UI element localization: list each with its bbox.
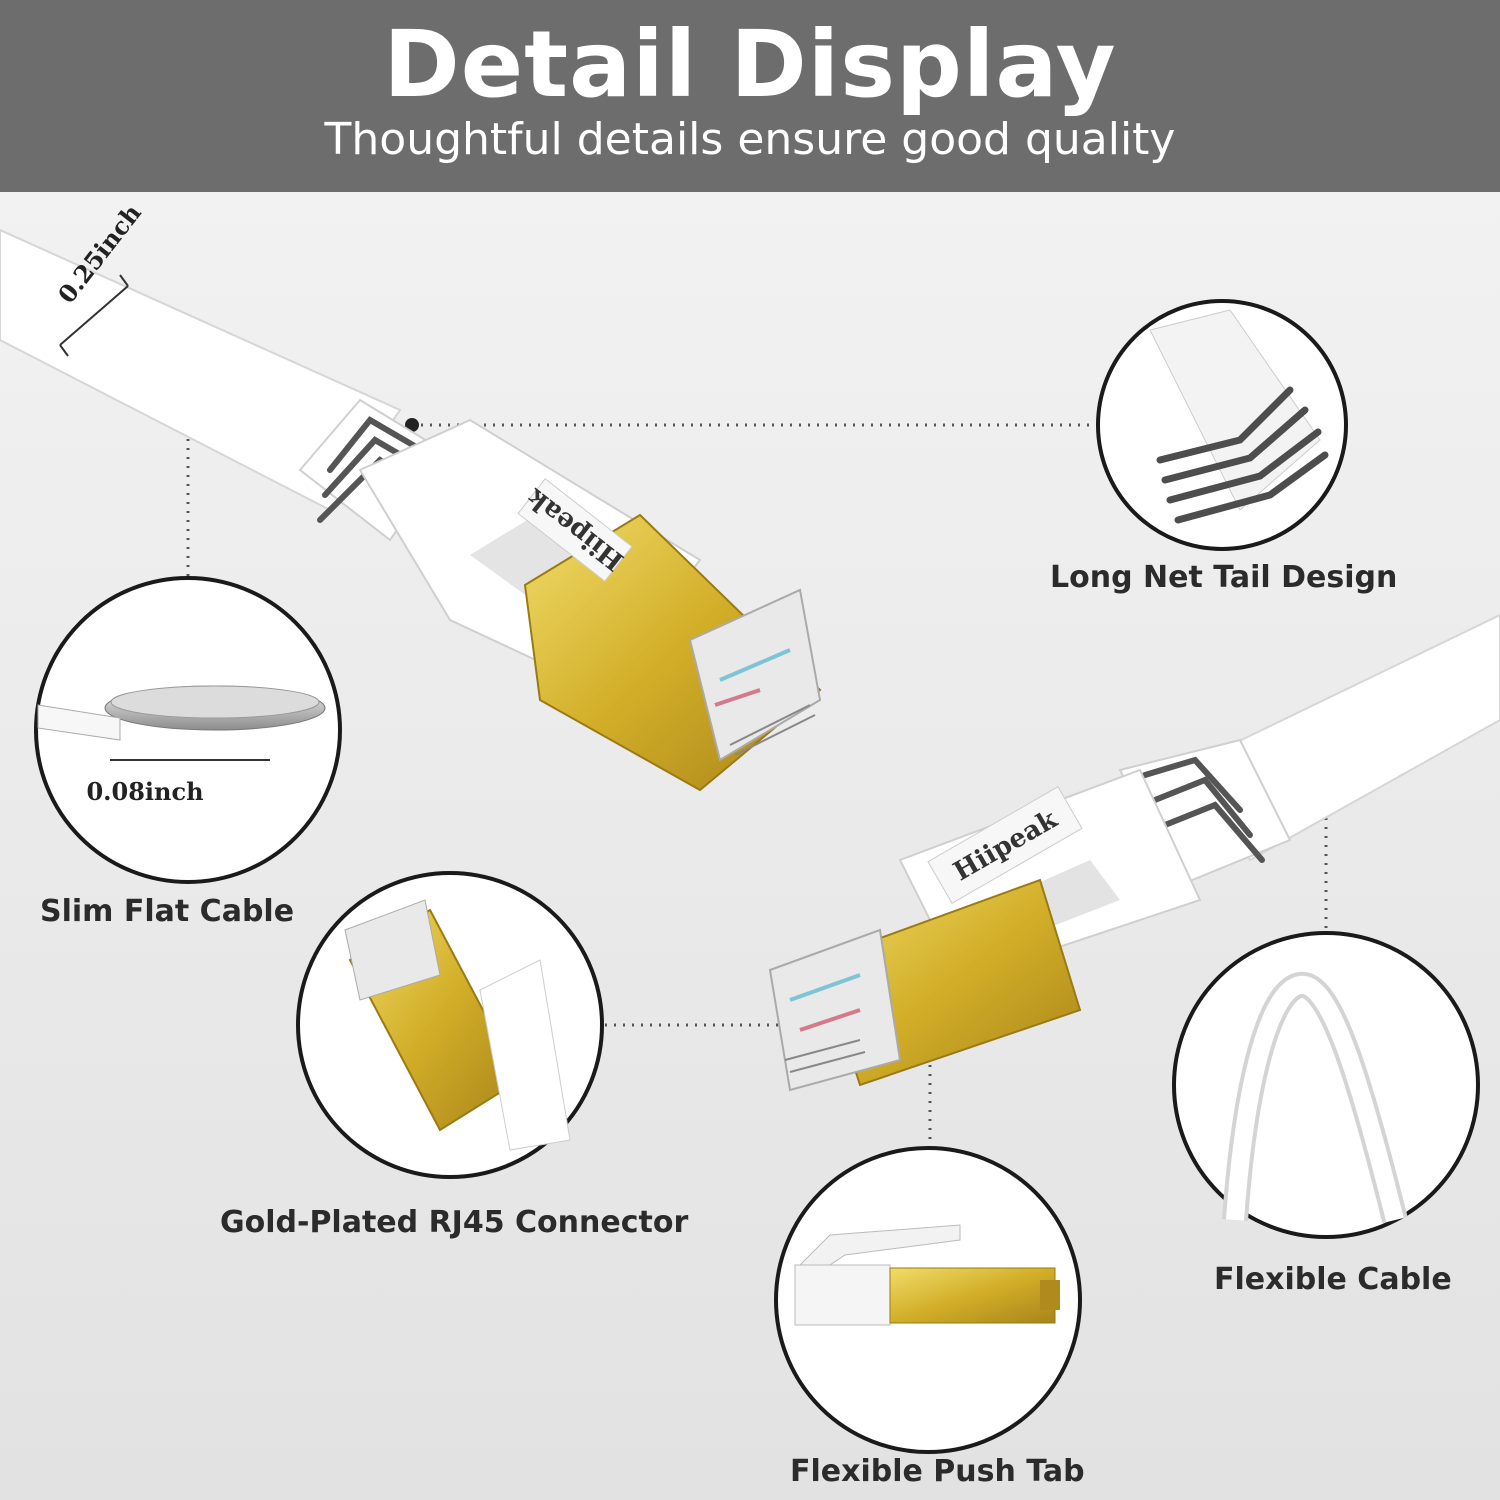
cable-right: Hiipeak (768, 613, 1500, 1092)
caption-slim-flat: Slim Flat Cable (40, 894, 295, 929)
cable-left: Hiipeak (0, 228, 822, 792)
detail-circle-pushtab (774, 1146, 1082, 1454)
caption-flexible-cable: Flexible Cable (1214, 1262, 1452, 1297)
detail-circle-slim (34, 576, 342, 884)
caption-push-tab: Flexible Push Tab (790, 1454, 1085, 1489)
page-subtitle: Thoughtful details ensure good quality (324, 114, 1176, 165)
header-banner: Detail Display Thoughtful details ensure… (0, 0, 1500, 192)
caption-gold-plated: Gold-Plated RJ45 Connector (220, 1205, 689, 1240)
caption-long-tail: Long Net Tail Design (1050, 560, 1398, 595)
page-title: Detail Display (383, 11, 1117, 118)
product-illustration: Hiipeak 0.25inch Hiipeak (0, 199, 1500, 1454)
detail-circle-tail (1096, 299, 1348, 551)
detail-circle-gold (296, 871, 604, 1179)
thickness-dimension: 0.08inch (86, 777, 203, 806)
detail-circle-flex (1172, 931, 1480, 1239)
